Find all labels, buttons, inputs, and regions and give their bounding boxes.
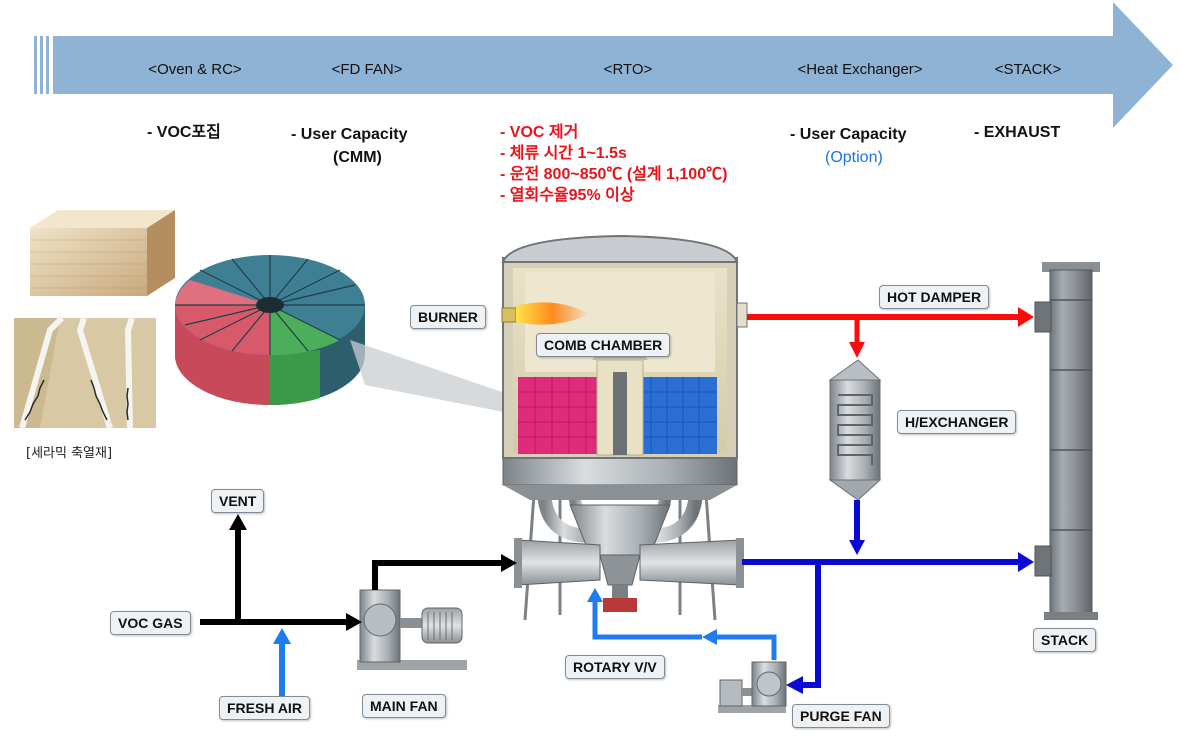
stage-oven-rc: <Oven & RC> xyxy=(148,61,242,78)
main-fan-outlet-arrowhead xyxy=(501,554,517,572)
label-rotary-vv: ROTARY V/V xyxy=(565,655,665,679)
label-main-fan: MAIN FAN xyxy=(362,694,446,718)
desc-fdfan-line1: - User Capacity xyxy=(291,126,408,143)
label-vent: VENT xyxy=(211,489,265,513)
heat-exchanger-unit xyxy=(828,359,882,501)
hot-line-arrowhead xyxy=(1018,307,1034,327)
voc-gas-arrowhead xyxy=(346,613,362,631)
ceramic-caption: [세라믹 축열재] xyxy=(26,446,113,461)
purge-to-valve-arrowhead xyxy=(587,588,603,602)
label-hot-damper: HOT DAMPER xyxy=(879,285,990,309)
exhaust-arrowhead xyxy=(1018,552,1034,572)
desc-rto-line2: - 체류 시간 1~1.5s xyxy=(500,145,627,162)
process-banner xyxy=(34,2,1173,128)
process-flow-lines xyxy=(200,307,1034,696)
desc-fdfan-line2: (CMM) xyxy=(333,149,382,166)
main-fan-outlet-line xyxy=(372,560,503,590)
label-h-exchanger: H/EXCHANGER xyxy=(897,410,1017,434)
stack-unit xyxy=(1034,262,1100,620)
desc-rto-line4: - 열회수율95% 이상 xyxy=(500,187,635,204)
label-voc-gas: VOC GAS xyxy=(110,611,191,635)
desc-hx-line1: - User Capacity xyxy=(790,126,907,143)
hx-outlet-arrowhead xyxy=(849,540,865,555)
stage-stack: <STACK> xyxy=(994,61,1062,78)
ceramic-wheel-image xyxy=(175,255,365,406)
purge-return-arrowhead xyxy=(702,629,717,645)
ceramic-media-image xyxy=(14,210,175,429)
desc-rto: - VOC 제거 - 체류 시간 1~1.5s - 운전 800~850℃ (설… xyxy=(500,122,727,206)
zoom-connector xyxy=(350,340,545,420)
desc-hx-option: (Option) xyxy=(825,149,883,166)
hot-branch-arrowhead xyxy=(849,342,865,358)
purge-return-line xyxy=(715,634,777,660)
vent-arrowhead xyxy=(229,514,247,530)
desc-oven: - VOC포집 xyxy=(147,124,221,141)
desc-stack: - EXHAUST xyxy=(974,124,1061,141)
label-stack: STACK xyxy=(1033,628,1097,652)
purge-supply-line xyxy=(800,562,821,688)
label-comb-chamber: COMB CHAMBER xyxy=(536,333,671,357)
label-purge-fan: PURGE FAN xyxy=(792,704,890,728)
stage-rto: <RTO> xyxy=(603,61,653,78)
main-fan-unit xyxy=(357,589,467,670)
stage-heat-exchanger: <Heat Exchanger> xyxy=(797,61,923,78)
rto-vessel xyxy=(501,234,748,621)
label-burner: BURNER xyxy=(410,305,486,329)
desc-rto-line3: - 운전 800~850℃ (설계 1,100℃) xyxy=(500,166,728,183)
purge-to-valve-line xyxy=(592,600,702,640)
label-fresh-air: FRESH AIR xyxy=(219,696,310,720)
desc-hx-line2: (Option) xyxy=(825,147,883,168)
stage-fd-fan: <FD FAN> xyxy=(331,61,403,78)
purge-fan-unit xyxy=(718,661,787,713)
purge-supply-arrowhead xyxy=(786,676,803,694)
desc-rto-line1: - VOC 제거 xyxy=(500,124,579,141)
fresh-air-arrowhead xyxy=(273,628,291,644)
